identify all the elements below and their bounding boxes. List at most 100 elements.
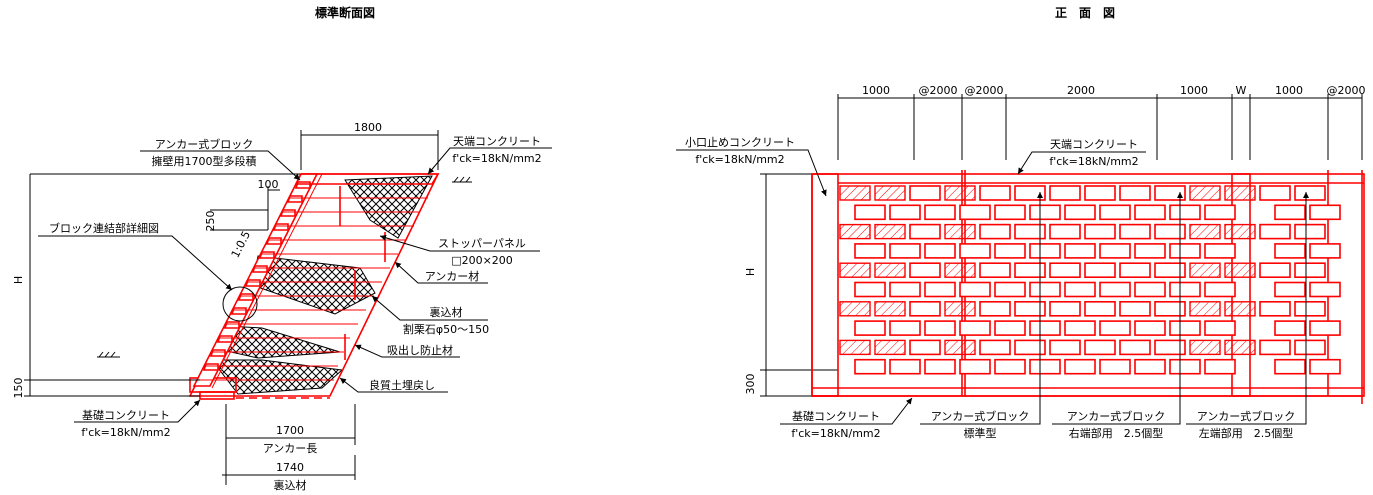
block — [994, 204, 1026, 221]
front-dimensions: 1000 @2000 @2000 2000 1000 W 1000 @2000 … — [744, 84, 1366, 397]
label-front-foundation-1: 基礎コンクリート — [792, 410, 880, 423]
front-dim-2: @2000 — [965, 84, 1004, 97]
block — [1169, 320, 1201, 336]
block — [1189, 301, 1221, 317]
block — [1084, 339, 1116, 356]
block — [1119, 185, 1151, 201]
block — [1294, 339, 1326, 356]
block — [1134, 243, 1166, 259]
label-backfill-1: 裏込材 — [430, 305, 463, 319]
label-front-foundation-2: f'ck=18kN/mm2 — [791, 427, 880, 440]
block — [874, 262, 906, 278]
ground-marks — [97, 176, 472, 358]
front-dim-5: W — [1236, 84, 1247, 97]
label-stopper-2: □200×200 — [451, 254, 513, 267]
block — [1064, 204, 1096, 221]
block — [889, 320, 921, 336]
block — [1084, 262, 1116, 279]
block — [1064, 320, 1096, 336]
block — [1154, 223, 1186, 240]
section-leaders: アンカー式ブロック 擁壁用1700型多段積 天端コンクリート f'ck=18kN… — [38, 135, 552, 439]
block — [1064, 358, 1096, 375]
label-anchor-block-1: アンカー式ブロック — [155, 137, 254, 151]
block — [839, 223, 871, 240]
block — [924, 204, 956, 221]
block — [1014, 339, 1046, 356]
block — [1169, 204, 1201, 221]
block — [944, 262, 976, 278]
block — [944, 301, 976, 317]
block — [854, 320, 886, 336]
block — [1259, 262, 1291, 279]
block — [889, 204, 921, 221]
block — [924, 243, 956, 259]
block — [924, 358, 956, 375]
front-dim-1: @2000 — [919, 84, 958, 97]
block — [1189, 262, 1221, 278]
block — [839, 339, 871, 356]
block — [889, 358, 921, 375]
block — [854, 204, 886, 221]
section-dimensions: 1800 100 250 1:0.5 H 150 1700 アンカー長 1740… — [12, 121, 439, 492]
block — [1099, 204, 1131, 221]
dim-slope: 1:0.5 — [229, 229, 253, 260]
block — [1294, 300, 1326, 317]
block — [1119, 300, 1151, 317]
block — [1259, 223, 1291, 240]
block — [979, 262, 1011, 279]
block — [1224, 262, 1256, 278]
label-front-top-concrete-2: f'ck=18kN/mm2 — [1049, 155, 1138, 168]
block — [1189, 185, 1221, 201]
block — [1049, 339, 1081, 356]
dim-anchor-length: 1700 — [276, 424, 304, 437]
block — [854, 358, 886, 375]
block — [874, 339, 906, 356]
block — [1309, 204, 1341, 221]
dim-offset: 100 — [258, 178, 279, 191]
section-title: 標準断面図 — [315, 5, 375, 20]
block — [889, 281, 921, 298]
label-top-concrete-1: 天端コンクリート — [453, 135, 541, 148]
block — [874, 223, 906, 240]
block — [1189, 223, 1221, 240]
front-leaders: 小口止めコンクリート f'ck=18kN/mm2 天端コンクリート f'ck=1… — [676, 136, 1309, 440]
label-right-end-1: アンカー式ブロック — [1067, 409, 1166, 423]
label-standard-1: アンカー式ブロック — [931, 409, 1030, 423]
block — [909, 300, 941, 317]
block — [1049, 262, 1081, 279]
front-dim-0: 1000 — [862, 84, 890, 97]
label-foundation-1: 基礎コンクリート — [82, 409, 170, 422]
block — [1099, 281, 1131, 298]
label-small-end-2: f'ck=18kN/mm2 — [695, 153, 784, 166]
block — [1274, 358, 1306, 375]
detail-circle — [222, 286, 258, 322]
block — [1154, 339, 1186, 356]
block — [1084, 300, 1116, 317]
block — [1224, 223, 1256, 240]
block — [1099, 358, 1131, 375]
block — [874, 301, 906, 317]
block — [1204, 281, 1236, 298]
front-title: 正 面 図 — [1055, 6, 1115, 20]
block — [1029, 204, 1061, 221]
block — [1064, 281, 1096, 298]
block — [1049, 185, 1081, 201]
block — [1309, 358, 1341, 375]
block — [979, 223, 1011, 240]
block — [1294, 223, 1326, 240]
label-backfill: 裏込材 — [274, 478, 307, 492]
front-dim-3: 2000 — [1067, 84, 1095, 97]
block — [1204, 243, 1236, 259]
label-good-soil: 良質土埋戻し — [369, 378, 435, 392]
front-wall — [811, 170, 1365, 404]
block — [994, 358, 1026, 375]
block — [1119, 223, 1151, 240]
block — [944, 339, 976, 356]
block — [994, 243, 1026, 259]
block — [1204, 204, 1236, 221]
block — [1119, 339, 1151, 356]
block — [1134, 320, 1166, 336]
block — [1169, 281, 1201, 298]
block — [1014, 300, 1046, 317]
block — [1224, 339, 1256, 356]
